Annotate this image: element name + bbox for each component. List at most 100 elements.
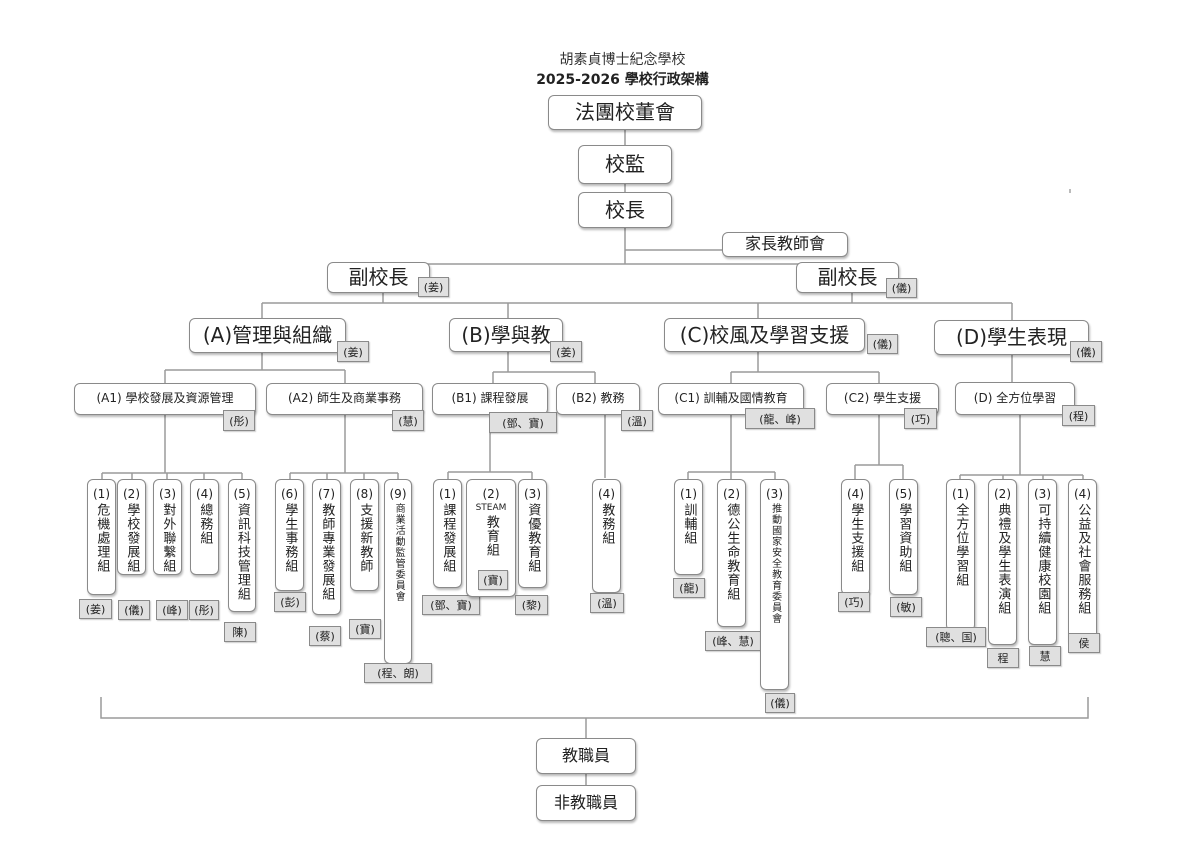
group-tag-21: 慧 <box>1029 646 1061 666</box>
group-number: (9) <box>389 487 407 501</box>
group-tag-19: (聰、国) <box>926 627 986 647</box>
group-name: 教師專業發展組 <box>319 502 335 601</box>
group-box-20: (2)典禮及學生表演組 <box>988 479 1017 645</box>
board-label: 法團校董會 <box>575 100 675 124</box>
group-box-13: (4)教務組 <box>592 479 621 593</box>
group-name: 商業活動監管委員會 <box>393 502 405 602</box>
sub-b1-box: (B1) 課程發展 <box>432 383 548 415</box>
supervisor-label: 校監 <box>605 152 645 176</box>
group-number: (7) <box>318 487 335 501</box>
group-tag-18: (敏) <box>890 597 922 617</box>
group-name: 德公生命教育組 <box>724 502 740 601</box>
group-number: (8) <box>356 487 373 501</box>
group-box-16: (3)推動國家安全教育委員會 <box>760 479 789 690</box>
group-box-5: (5)資訊科技管理組 <box>228 479 256 612</box>
group-number: (2) <box>482 487 500 501</box>
group-number: (1) <box>952 487 969 501</box>
group-name: 總務組 <box>197 502 213 545</box>
group-box-21: (3)可持續健康校園組 <box>1028 479 1057 645</box>
group-box-6: (6)學生事務組 <box>275 479 304 591</box>
board-box: 法團校董會 <box>548 95 702 130</box>
group-number: (3) <box>1034 487 1051 501</box>
sub-a2-box: (A2) 師生及商業事務 <box>266 383 423 415</box>
group-tag-7: (蔡) <box>309 626 341 646</box>
group-number: (3) <box>524 487 541 501</box>
group-name: 推動國家安全教育委員會 <box>769 502 781 624</box>
group-number: (3) <box>766 487 783 501</box>
group-tag-9: (程、朗) <box>364 663 432 683</box>
group-box-22: (4)公益及社會服務組 <box>1068 479 1097 645</box>
group-tag-1: (姜) <box>79 599 112 619</box>
section-d-tag: (儀) <box>1070 341 1102 362</box>
sub-d-tag: (程) <box>1062 405 1095 426</box>
group-name: 課程發展組 <box>440 502 456 573</box>
group-number: (1) <box>439 487 456 501</box>
sub-a2-tag: (慧) <box>392 410 424 431</box>
chart-title: 2025-2026 學校行政架構 <box>536 72 709 88</box>
group-box-4: (4)總務組 <box>190 479 219 575</box>
principal-box: 校長 <box>578 192 672 228</box>
non-teaching-staff-box: 非教職員 <box>536 785 636 821</box>
section-b-box: (B)學與教 <box>449 318 563 352</box>
sub-a1-tag: (彤) <box>223 410 255 431</box>
group-number: (2) <box>994 487 1011 501</box>
group-box-18: (5)學習資助組 <box>889 479 918 595</box>
group-name: 公益及社會服務組 <box>1075 502 1091 615</box>
group-number: (4) <box>196 487 213 501</box>
group-tag-5: 陳) <box>224 622 256 642</box>
sub-b2-tag: (溫) <box>621 410 653 431</box>
school-name: 胡素貞博士紀念學校 <box>559 52 686 68</box>
group-name: 訓輔組 <box>681 502 697 545</box>
section-a-box: (A)管理與組織 <box>189 318 346 353</box>
group-name: 學生事務組 <box>282 502 298 573</box>
group-box-2: (2)學校發展組 <box>117 479 146 575</box>
vice-principal-label-1: 副校長 <box>348 265 409 289</box>
group-tag-2: (儀) <box>118 600 150 620</box>
group-box-19: (1)全方位學習組 <box>946 479 975 631</box>
group-name: 教務組 <box>599 502 615 545</box>
group-box-1: (1)危機處理組 <box>87 479 116 595</box>
group-tag-16: (儀) <box>765 693 795 713</box>
sub-b2-box: (B2) 教務 <box>556 383 640 415</box>
group-number: (2) <box>723 487 740 501</box>
section-a-tag: (姜) <box>337 341 369 362</box>
supervisor-box: 校監 <box>578 145 672 184</box>
group-number: (3) <box>159 487 176 501</box>
group-name: 可持續健康校園組 <box>1035 502 1051 615</box>
group-tag-6: (彭) <box>274 592 306 612</box>
group-name: 學生支援組 <box>848 502 864 573</box>
pta-label: 家長教師會 <box>744 234 825 254</box>
sub-c1-tag: (龍、峰) <box>745 408 815 429</box>
group-box-7: (7)教師專業發展組 <box>312 479 341 615</box>
group-name: 支援新教師 <box>357 502 373 573</box>
section-c-box: (C)校風及學習支援 <box>664 318 865 352</box>
sub-a1-box: (A1) 學校發展及資源管理 <box>74 383 256 415</box>
group-number: (5) <box>233 487 251 501</box>
group-box-10: (1)課程發展組 <box>433 479 462 588</box>
principal-label: 校長 <box>605 197 645 222</box>
group-box-12: (3)資優教育組 <box>518 479 547 588</box>
group-name: 對外聯繫組 <box>160 502 176 573</box>
group-box-15: (2)德公生命教育組 <box>717 479 746 627</box>
group-box-9: (9)商業活動監管委員會 <box>384 479 412 664</box>
sub-b1-tag: (鄧、寶) <box>489 412 557 433</box>
vice-principal-box-2: 副校長 <box>796 262 899 293</box>
group-name: 危機處理組 <box>94 502 110 573</box>
group-name: 資優教育組 <box>525 502 541 573</box>
group-name: 資訊科技管理組 <box>234 502 250 601</box>
vice-principal-tag-2: (儀) <box>886 278 917 298</box>
group-number: (6) <box>281 487 298 501</box>
group-number: (4) <box>847 487 864 501</box>
group-tag-13: (溫) <box>590 593 624 613</box>
group-box-14: (1)訓輔組 <box>674 479 703 575</box>
section-d-box: (D)學生表現 <box>934 320 1089 355</box>
section-b-tag: (姜) <box>550 341 582 362</box>
group-tag-17: (巧) <box>838 592 870 612</box>
group-number: (2) <box>123 487 140 501</box>
group-box-17: (4)學生支援組 <box>841 479 870 595</box>
group-tag-12: (黎) <box>515 595 548 615</box>
group-name: 全方位學習組 <box>953 502 969 587</box>
group-number: (4) <box>1074 487 1091 501</box>
vice-principal-box-1: 副校長 <box>327 262 430 293</box>
group-tag-11: (寶) <box>478 570 508 590</box>
